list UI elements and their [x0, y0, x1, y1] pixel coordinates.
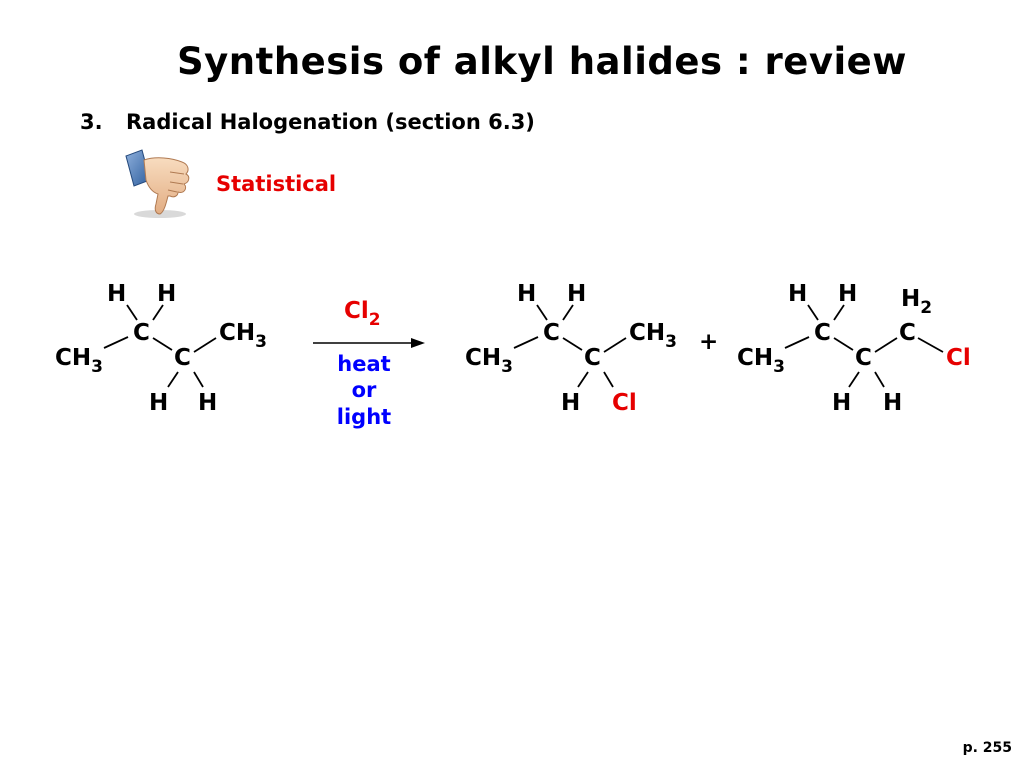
methyl-group: CH3 — [219, 320, 267, 352]
methyl-group: CH3 — [629, 320, 677, 352]
c-atom: C — [584, 345, 601, 371]
methylene-h2: H2 — [901, 286, 932, 318]
methyl-group: CH3 — [55, 345, 103, 377]
h-atom: H — [107, 281, 126, 307]
slide-title: Synthesis of alkyl halides : review — [177, 40, 907, 83]
h-atom: H — [149, 390, 168, 416]
h-atom: H — [788, 281, 807, 307]
plus-sign: + — [699, 329, 718, 355]
h-atom: H — [198, 390, 217, 416]
reaction-arrow: Cl2 heat or light — [313, 298, 425, 429]
section-text: Radical Halogenation (section 6.3) — [126, 110, 535, 134]
h-atom: H — [838, 281, 857, 307]
section-heading: 3. Radical Halogenation (section 6.3) — [80, 110, 535, 134]
c-atom: C — [133, 320, 150, 346]
c-atom: C — [814, 320, 831, 346]
c-atom: C — [899, 320, 916, 346]
h-atom: H — [561, 390, 580, 416]
page-number: p. 255 — [962, 740, 1012, 756]
condition-heat: heat — [337, 352, 390, 376]
reagent-cl2: Cl2 — [344, 298, 381, 330]
methyl-group: CH3 — [465, 345, 513, 377]
h-atom: H — [517, 281, 536, 307]
section-number: 3. — [80, 110, 103, 134]
methyl-group: CH3 — [737, 345, 785, 377]
thumbs-down-icon — [125, 149, 190, 218]
statistical-note: Statistical — [216, 172, 337, 196]
c-atom: C — [174, 345, 191, 371]
chlorine-atom: Cl — [946, 345, 971, 371]
product-2-chlorobutane: H H C C CH3 CH3 H Cl — [465, 281, 677, 416]
h-atom: H — [832, 390, 851, 416]
h-atom: H — [567, 281, 586, 307]
chlorine-atom: Cl — [612, 390, 637, 416]
c-atom: C — [543, 320, 560, 346]
h-atom: H — [883, 390, 902, 416]
condition-light: light — [337, 405, 391, 429]
reactant-butane: H H C C CH3 CH3 H H — [55, 281, 267, 416]
product-1-chlorobutane: H H C C C H2 Cl CH3 H H — [737, 281, 971, 416]
condition-or: or — [352, 378, 377, 402]
c-atom: C — [855, 345, 872, 371]
h-atom: H — [157, 281, 176, 307]
